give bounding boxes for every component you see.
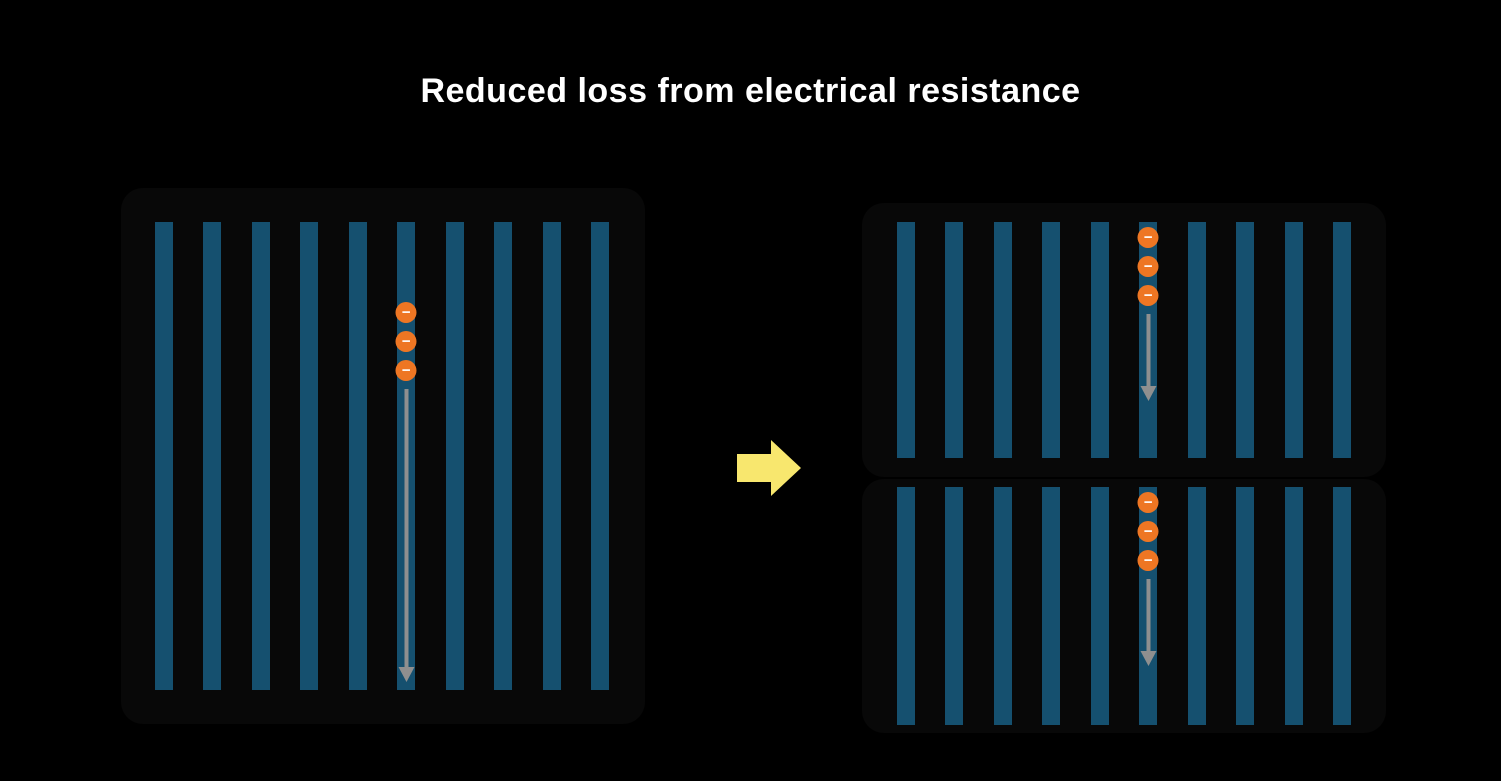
arrow-shaft [1146,314,1151,386]
full-cell-panel: − − − [121,188,645,724]
down-arrow-icon [1140,579,1157,666]
finger-bars-group: − − − [897,487,1351,725]
down-arrow-icon [398,389,415,682]
conductor-bar [1090,222,1109,458]
electron-icon: − [1137,256,1159,277]
conductor-bar [251,222,270,690]
half-cell-bottom-panel: − − − [862,479,1386,733]
electron-flow-path: − − − [1137,227,1159,401]
half-cell-top-panel: − − − [862,203,1386,477]
electron-icon: − [1137,550,1159,571]
arrow-head [398,667,415,682]
conductor-bar [542,222,561,690]
conductor-bar [1187,487,1206,725]
electron-icon: − [395,360,417,381]
electron-icon: − [1137,285,1159,306]
right-arrow-head [771,440,801,496]
conductor-bar [993,487,1012,725]
conductor-bar [300,222,319,690]
right-arrow-shaft [737,454,771,482]
electron-icon: − [1137,492,1159,513]
electron-icon: − [1137,521,1159,542]
finger-bars-group: − − − [155,222,609,690]
conductor-bar [945,222,964,458]
arrow-shaft [404,389,409,667]
finger-bars-group: − − − [897,222,1351,458]
diagram-title: Reduced loss from electrical resistance [420,72,1081,110]
conductor-bar [590,222,609,690]
electron-stack: − − − [1137,492,1159,579]
arrow-shaft [1146,579,1151,651]
arrow-head [1140,651,1157,666]
electron-flow-path: − − − [1137,492,1159,666]
conductor-bar [1332,222,1351,458]
conductor-bar [945,487,964,725]
conductor-bar [348,222,367,690]
conductor-bar [1187,222,1206,458]
conductor-bar [494,222,513,690]
conductor-bar [1236,222,1255,458]
conductor-bar [203,222,222,690]
conductor-bar [1284,487,1303,725]
electron-stack: − − − [1137,227,1159,314]
conductor-bar [1042,222,1061,458]
electron-flow-path: − − − [395,302,417,682]
conductor-bar [1236,487,1255,725]
conductor-bar [897,487,915,725]
electron-icon: − [395,302,417,323]
conductor-bar [897,222,915,458]
electron-stack: − − − [395,302,417,389]
conductor-bar [1332,487,1351,725]
conductor-bar [445,222,464,690]
conductor-bar [1284,222,1303,458]
conductor-bar [155,222,173,690]
right-arrow-icon [737,440,801,496]
conductor-bar [993,222,1012,458]
arrow-head [1140,386,1157,401]
down-arrow-icon [1140,314,1157,401]
conductor-bar [1042,487,1061,725]
conductor-bar [1090,487,1109,725]
electron-icon: − [1137,227,1159,248]
electron-icon: − [395,331,417,352]
